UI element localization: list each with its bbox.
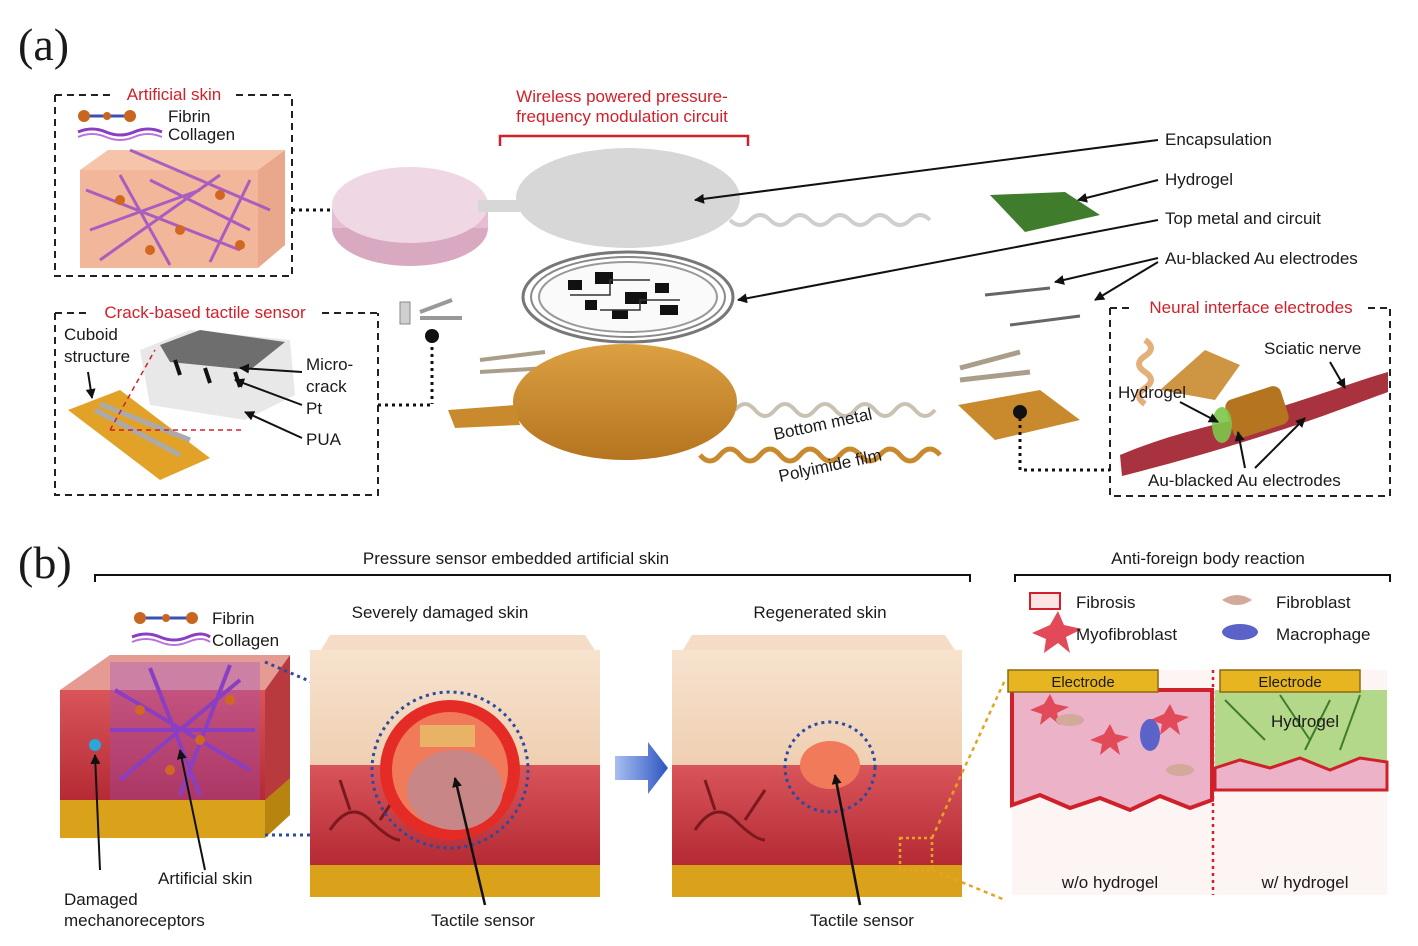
tactile-sensor-label-1: Tactile sensor — [431, 911, 535, 930]
cuboid-label-2: structure — [64, 347, 130, 366]
collagen-label: Collagen — [168, 125, 235, 144]
b-artificial-skin-label: Artificial skin — [158, 869, 252, 888]
neural-connector — [1018, 418, 1110, 472]
damaged-skin-block — [310, 635, 600, 897]
encapsulation-layer — [478, 148, 932, 248]
macrophage-icon — [1222, 624, 1258, 640]
crack-sensor-inset: Crack-based tactile sensor Cuboid struct… — [54, 303, 379, 496]
crack-sensor-chip — [399, 298, 462, 325]
sensor-connector-dot — [425, 329, 439, 343]
encapsulation-label: Encapsulation — [1165, 130, 1272, 149]
artificial-skin-inset: Artificial skin Fibrin Collagen — [54, 85, 293, 277]
collagen-icon — [77, 127, 163, 141]
au-electrode-strips — [984, 286, 1081, 327]
artificial-skin-cube — [60, 655, 290, 838]
fibrosis-label: Fibrosis — [1076, 593, 1136, 612]
fibrosis-icon — [1029, 592, 1061, 610]
pt-label: Pt — [306, 399, 322, 418]
bottom-metal-label: Bottom metal — [772, 405, 874, 444]
panel-b-label: (b) — [18, 537, 72, 588]
b-fibrin-label: Fibrin — [212, 609, 255, 628]
fibroblast-icon — [1222, 595, 1252, 605]
zoom-line-top — [930, 679, 1007, 839]
au-electrodes-label: Au-blacked Au electrodes — [1165, 249, 1358, 268]
circuit-title-line1: Wireless powered pressure- — [516, 87, 728, 106]
w-hydrogel-label: w/ hydrogel — [1261, 873, 1349, 892]
severely-damaged-label: Severely damaged skin — [352, 603, 529, 622]
damaged-label-2: mechanoreceptors — [64, 911, 205, 930]
regenerated-skin-block — [672, 635, 962, 897]
header-right-bracket — [1014, 574, 1391, 582]
b-fibrin-icon — [134, 612, 198, 624]
wo-hydrogel-label: w/o hydrogel — [1061, 873, 1158, 892]
fibroblast-label: Fibroblast — [1276, 593, 1351, 612]
top-metal-label: Top metal and circuit — [1165, 209, 1321, 228]
header-left-bracket — [94, 574, 971, 582]
electrode-label-2: Electrode — [1258, 674, 1321, 691]
b-hydrogel-label: Hydrogel — [1271, 712, 1339, 731]
polyimide-label: Polyimide film — [777, 446, 884, 486]
circuit-bracket — [498, 134, 750, 146]
neural-connector-dot — [1013, 405, 1027, 419]
pua-label: PUA — [306, 430, 342, 449]
hydrogel-label: Hydrogel — [1165, 170, 1233, 189]
neural-interface-inset: Neural interface electrodes Sciatic nerv… — [1109, 298, 1391, 497]
micro-label-2: crack — [306, 377, 347, 396]
neural-title: Neural interface electrodes — [1149, 298, 1352, 317]
panel-a-label: (a) — [18, 19, 69, 70]
fibrin-label: Fibrin — [168, 107, 211, 126]
header-right: Anti-foreign body reaction — [1111, 549, 1305, 568]
myofibroblast-label: Myofibroblast — [1076, 625, 1177, 644]
regenerated-label: Regenerated skin — [753, 603, 886, 622]
myofibroblast-icon — [1032, 611, 1082, 653]
cuboid-label-1: Cuboid — [64, 325, 118, 344]
skin-cube-icon — [80, 148, 285, 268]
fibrosis-comparison — [1007, 669, 1389, 895]
electrode-label-1: Electrode — [1051, 674, 1114, 691]
sciatic-label: Sciatic nerve — [1264, 339, 1361, 358]
neural-hydrogel-label: Hydrogel — [1118, 383, 1186, 402]
coil-circuit — [521, 250, 735, 344]
artificial-skin-title: Artificial skin — [127, 85, 221, 104]
progress-arrow-icon — [615, 742, 668, 794]
neural-electrodes-label: Au-blacked Au electrodes — [1148, 471, 1341, 490]
zoom-line-bottom — [931, 868, 1006, 902]
b-collagen-label: Collagen — [212, 631, 279, 650]
micro-label-1: Micro- — [306, 355, 353, 374]
skin-disk — [332, 167, 488, 266]
macrophage-label: Macrophage — [1276, 625, 1371, 644]
polyimide-layer — [448, 344, 1080, 464]
fibrin-icon — [78, 110, 136, 122]
header-left: Pressure sensor embedded artificial skin — [363, 549, 669, 568]
b-collagen-icon — [131, 632, 211, 646]
circuit-title-line2: frequency modulation circuit — [516, 107, 728, 126]
crack-sensor-title: Crack-based tactile sensor — [104, 303, 306, 322]
damaged-label-1: Damaged — [64, 890, 138, 909]
tactile-sensor-label-2: Tactile sensor — [810, 911, 914, 930]
hydrogel-pad — [990, 192, 1100, 232]
